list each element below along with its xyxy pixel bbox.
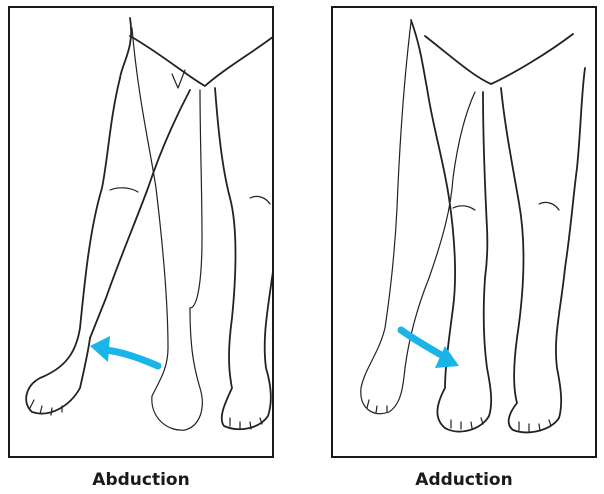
abduction-arrow-head (90, 336, 110, 362)
abduction-panel (8, 6, 274, 458)
abduction-legs-illustration (10, 8, 272, 456)
standing-leg (501, 68, 585, 432)
abduction-arrow-shaft (106, 350, 158, 366)
abducted-leg-outer (26, 78, 120, 414)
standing-knee-crease (250, 196, 270, 204)
neutral-leg-outline (361, 22, 475, 414)
adduction-panel (331, 6, 597, 458)
adduction-caption: Adduction (331, 470, 597, 490)
groin-crease (172, 70, 185, 88)
adduction-legs-illustration (333, 8, 595, 456)
abducted-leg-inner (90, 90, 190, 338)
adducted-leg-inner (483, 92, 487, 278)
neutral-leg-inner (190, 90, 202, 308)
standing-toes (230, 418, 262, 429)
pelvis-line (130, 30, 272, 86)
standing-toes (519, 420, 551, 431)
standing-knee-crease (539, 202, 559, 210)
adducted-leg-outer (427, 88, 491, 432)
abducted-knee-crease (110, 188, 138, 192)
left-hip-outline (120, 18, 131, 78)
neutral-leg-outline (132, 28, 202, 430)
standing-leg (215, 88, 272, 429)
pelvis-line (425, 34, 573, 84)
abduction-caption: Abduction (8, 470, 274, 490)
left-hip-outline (411, 20, 427, 88)
adducted-knee-crease (453, 206, 475, 210)
